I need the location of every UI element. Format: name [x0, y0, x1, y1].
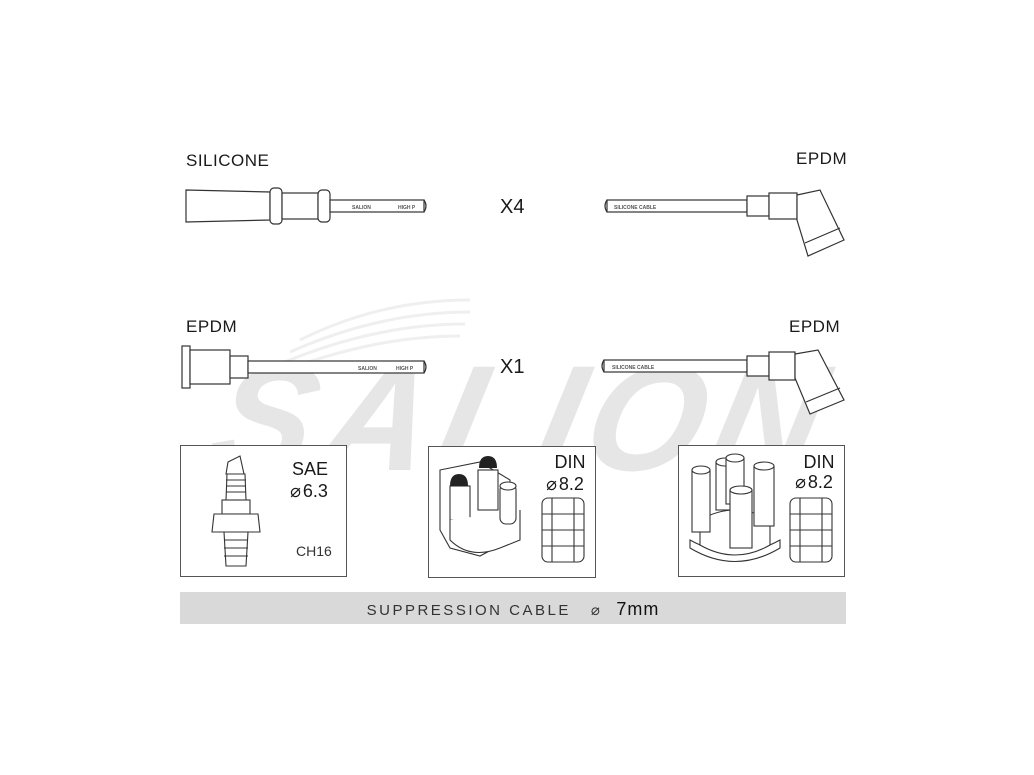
distributor-1-diameter: 8.2: [538, 474, 592, 494]
cable-print: SILICONE CABLE: [612, 365, 655, 371]
diameter-icon: [290, 481, 303, 501]
row1-quantity: X4: [500, 196, 525, 218]
epdm-boot-angled-right-2: [601, 349, 845, 415]
spark-plug-diameter-value: 6.3: [302, 481, 328, 501]
cable-print: HIGH P: [398, 205, 416, 211]
row1-left-material: SILICONE: [186, 151, 270, 170]
spark-plug-standard: SAE: [291, 459, 329, 479]
distributor-2-standard: DIN: [803, 452, 835, 472]
diameter-icon: ⌀: [590, 602, 603, 619]
suppression-cable-bar: [180, 592, 846, 624]
distributor-2-diameter: 8.2: [787, 472, 841, 492]
cable-print: SALION: [352, 205, 371, 211]
spark-plug-diameter: 6.3: [282, 481, 336, 501]
diameter-icon: [795, 472, 808, 492]
row2-right-material: EPDM: [789, 317, 841, 336]
epdm-boot-angled-right-1: [604, 189, 845, 257]
spark-plug-panel: [180, 445, 347, 577]
suppression-cable-label: SUPPRESSION CABLE: [366, 602, 571, 619]
cable-print: HIGH P: [396, 366, 414, 372]
diameter-icon: [546, 474, 559, 494]
row2-left-material: EPDM: [186, 317, 238, 336]
distributor-1-diameter-value: 8.2: [558, 474, 584, 494]
cable-print: SALION: [358, 366, 377, 372]
cable-print: SILICONE CABLE: [614, 205, 657, 211]
silicone-boot-left: [185, 187, 427, 225]
row1-right-material: EPDM: [796, 149, 848, 168]
row2-quantity: X1: [500, 356, 525, 378]
suppression-cable-size: 7mm: [616, 599, 660, 619]
spark-plug-code: CH16: [296, 543, 332, 559]
distributor-1-standard: DIN: [554, 452, 586, 472]
epdm-boot-straight-left: [181, 345, 427, 389]
suppression-cable-caption: SUPPRESSION CABLE ⌀ 7mm: [180, 592, 846, 624]
distributor-2-diameter-value: 8.2: [807, 472, 833, 492]
